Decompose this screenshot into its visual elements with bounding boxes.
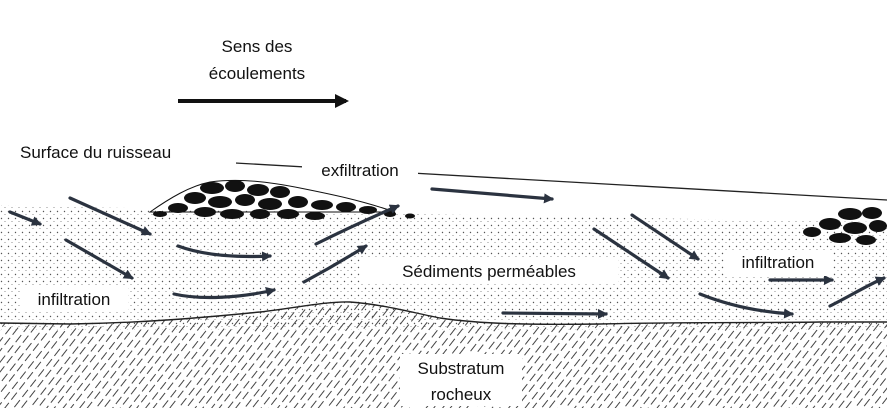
flow-arrow bbox=[503, 313, 606, 314]
stream-surface-line bbox=[18, 163, 887, 200]
label-bedrock-line2: rocheux bbox=[431, 385, 492, 404]
label-flow-direction-line1: Sens des bbox=[222, 37, 293, 56]
flow-arrow bbox=[432, 189, 552, 199]
label-infiltration-right: infiltration bbox=[742, 253, 815, 272]
label-flow-direction: Sens des écoulements bbox=[209, 37, 305, 83]
label-permeable-sediments: Sédiments perméables bbox=[402, 262, 576, 281]
label-stream-surface: Surface du ruisseau bbox=[20, 143, 171, 162]
label-exfiltration: exfiltration bbox=[321, 161, 398, 180]
label-bedrock-line1: Substratum bbox=[418, 359, 505, 378]
label-flow-direction-line2: écoulements bbox=[209, 64, 305, 83]
label-infiltration-left: infiltration bbox=[38, 290, 111, 309]
